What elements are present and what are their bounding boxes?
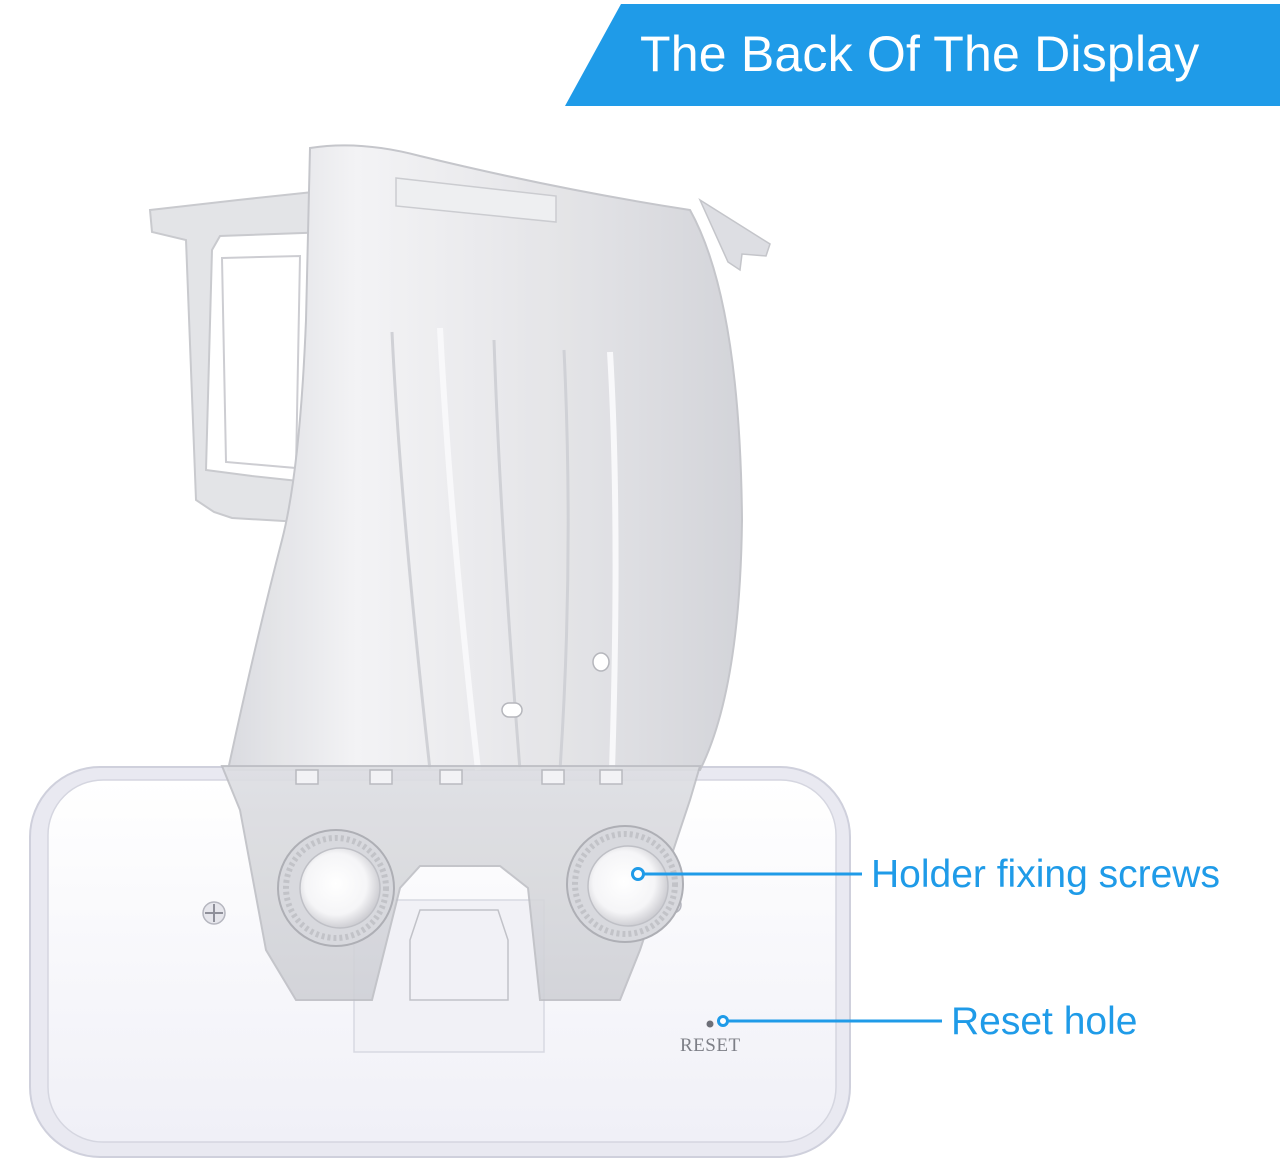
- holder-fixing-screw-right: [566, 825, 684, 943]
- callout-reset-hole: Reset hole: [951, 1000, 1138, 1043]
- banner-title: The Back Of The Display: [640, 26, 1200, 82]
- reset-print: RESET: [680, 1035, 741, 1056]
- holder-bracket: [148, 144, 771, 1001]
- callout-holder-fixing-screws: Holder fixing screws: [871, 853, 1220, 896]
- callout-lines: [631, 867, 942, 1027]
- holder-fixing-screw-left: [277, 829, 395, 947]
- title-banner: [565, 4, 1280, 106]
